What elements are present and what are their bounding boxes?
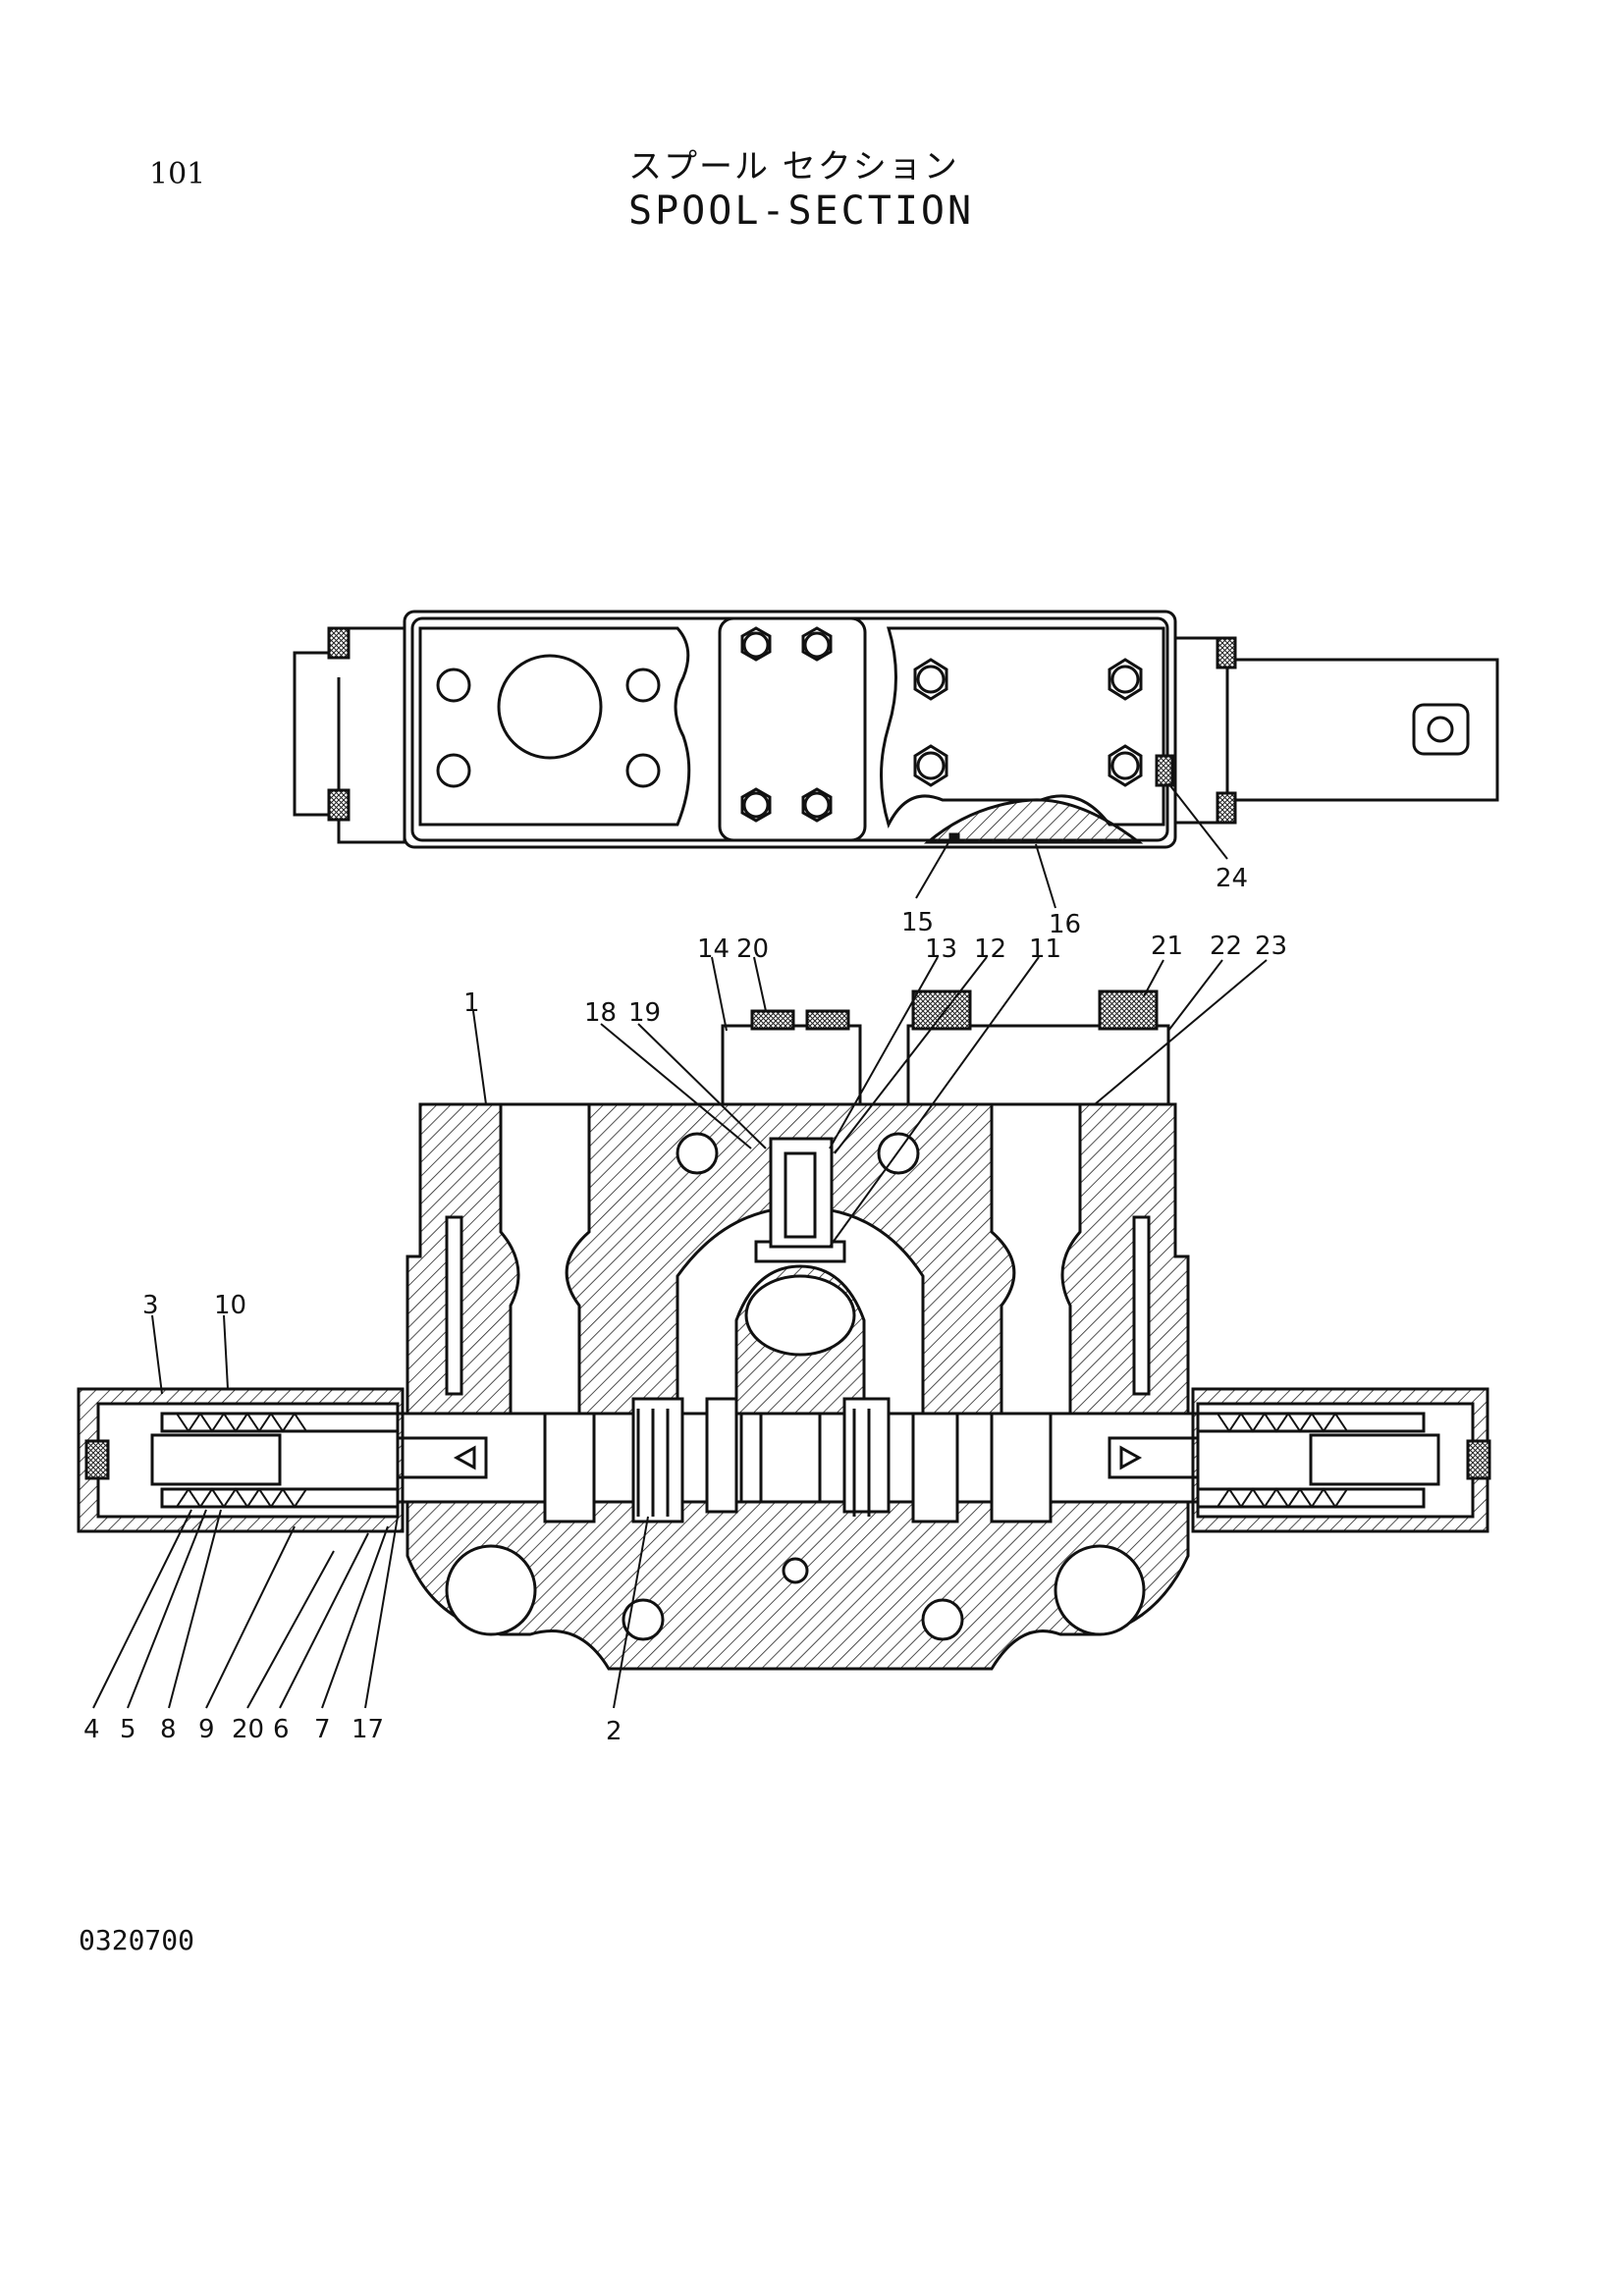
page-number: 101	[149, 157, 206, 191]
callout-3: 3	[142, 1291, 159, 1320]
top-view	[293, 610, 1499, 849]
callout-8: 8	[160, 1715, 177, 1744]
callout-10: 10	[214, 1291, 246, 1320]
callout-1: 1	[463, 988, 480, 1018]
callout-5: 5	[120, 1715, 136, 1744]
callout-6: 6	[273, 1715, 290, 1744]
callout-2: 2	[606, 1717, 622, 1746]
callout-21: 21	[1151, 932, 1183, 961]
callout-20-bottom: 20	[232, 1715, 264, 1744]
title-japanese: スプール セクション	[628, 147, 959, 187]
callout-4: 4	[83, 1715, 100, 1744]
title-english: SPOOL-SECTION	[628, 188, 975, 234]
callout-17: 17	[352, 1715, 384, 1744]
callout-19: 19	[628, 998, 661, 1028]
callout-12: 12	[974, 934, 1006, 964]
callout-11: 11	[1029, 934, 1061, 964]
callout-16: 16	[1049, 910, 1081, 939]
callout-23: 23	[1255, 932, 1287, 961]
section-leaders	[92, 956, 1268, 1709]
callout-15: 15	[901, 908, 934, 937]
callout-22: 22	[1210, 932, 1242, 961]
document-code: 0320700	[79, 1924, 195, 1956]
callout-9: 9	[198, 1715, 215, 1744]
top-view-leaders	[915, 782, 1228, 909]
callout-18: 18	[584, 998, 617, 1028]
callout-20-top: 20	[736, 934, 769, 964]
section-view	[77, 989, 1491, 1671]
callout-24: 24	[1216, 864, 1248, 893]
callout-13: 13	[925, 934, 957, 964]
callout-14: 14	[697, 934, 730, 964]
callout-7: 7	[314, 1715, 331, 1744]
